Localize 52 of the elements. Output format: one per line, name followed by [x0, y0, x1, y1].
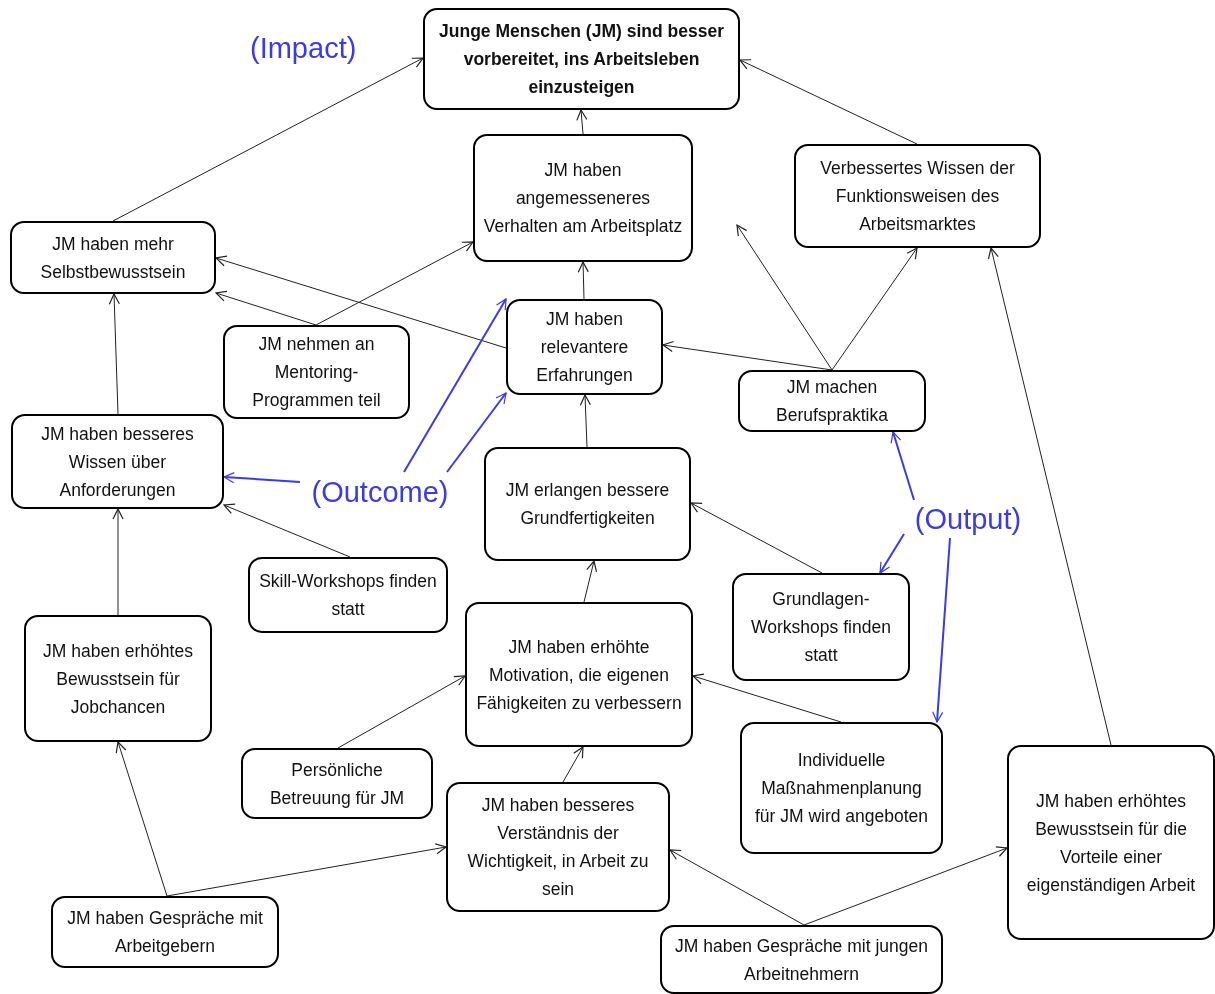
process-box: JM haben besseres Verständnis der Wichtigkeit, in Arbeit zu sein: [446, 782, 670, 912]
arrow: [831, 247, 918, 371]
arrow: [579, 394, 591, 448]
stage-label: (Output): [904, 500, 1032, 538]
arrow: [403, 298, 507, 473]
arrow: [739, 59, 918, 145]
process-box: JM haben relevantere Erfahrungen: [506, 299, 663, 395]
arrow: [890, 431, 915, 501]
process-box: JM erlangen bessere Grundfertigkeiten: [484, 447, 691, 561]
arrow: [108, 293, 120, 415]
process-box: Junge Menschen (JM) sind besser vorbereitet, ins Arbeitsleben einzusteigen: [423, 8, 740, 110]
process-box: JM haben angemesseneres Verhalten am Arbeitsplatz: [473, 134, 693, 262]
arrow: [690, 502, 823, 574]
arrow: [577, 261, 589, 300]
arrow: [112, 508, 124, 616]
process-box: JM nehmen an Mentoring-Programmen teil: [223, 325, 410, 419]
arrow: [215, 255, 507, 349]
arrow: [223, 472, 301, 484]
process-box: Skill-Workshops finden statt: [248, 557, 448, 633]
arrow: [223, 503, 351, 558]
process-box: Individuelle Maßnahmenplanung für JM wird angeboten: [740, 722, 943, 854]
arrow: [803, 846, 1008, 926]
stage-label: (Outcome): [300, 472, 460, 512]
arrow: [932, 537, 951, 723]
arrow: [669, 849, 805, 926]
stage-label: (Impact): [250, 31, 357, 66]
arrow: [583, 560, 598, 603]
process-box: Persönliche Betreuung für JM: [241, 748, 433, 819]
process-box: JM haben Gespräche mit jungen Arbeitnehmern: [660, 925, 943, 994]
arrow: [315, 241, 474, 326]
process-box: JM haben erhöhtes Bewusstsein für Jobchancen: [24, 615, 212, 742]
process-box: JM haben mehr Selbstbewusstsein: [10, 221, 216, 294]
arrow: [112, 57, 424, 222]
arrow: [446, 392, 507, 473]
process-box: JM haben besseres Wissen über Anforderungen: [11, 414, 224, 509]
arrow: [987, 247, 1112, 746]
arrow: [662, 340, 833, 371]
arrow: [576, 109, 588, 135]
arrow: [166, 843, 447, 897]
arrow: [879, 533, 905, 574]
arrow: [215, 290, 317, 326]
process-box: JM haben erhöhtes Bewusstsein für die Vorteile einer eigenständigen Arbeit: [1007, 745, 1215, 940]
process-box: JM machen Berufspraktika: [738, 370, 926, 432]
arrow: [562, 746, 584, 783]
arrow: [692, 673, 842, 723]
process-box: Grundlagen-Workshops finden statt: [732, 573, 910, 681]
arrow: [736, 224, 833, 371]
arrow: [337, 675, 466, 749]
process-box: Verbessertes Wissen der Funktionsweisen des Arbeitsmarktes: [794, 144, 1041, 248]
arrow: [115, 741, 168, 897]
process-box: JM haben erhöhte Motivation, die eigenen Fähigkeiten zu verbessern: [465, 602, 693, 747]
process-box: JM haben Gespräche mit Arbeitgebern: [51, 896, 279, 968]
